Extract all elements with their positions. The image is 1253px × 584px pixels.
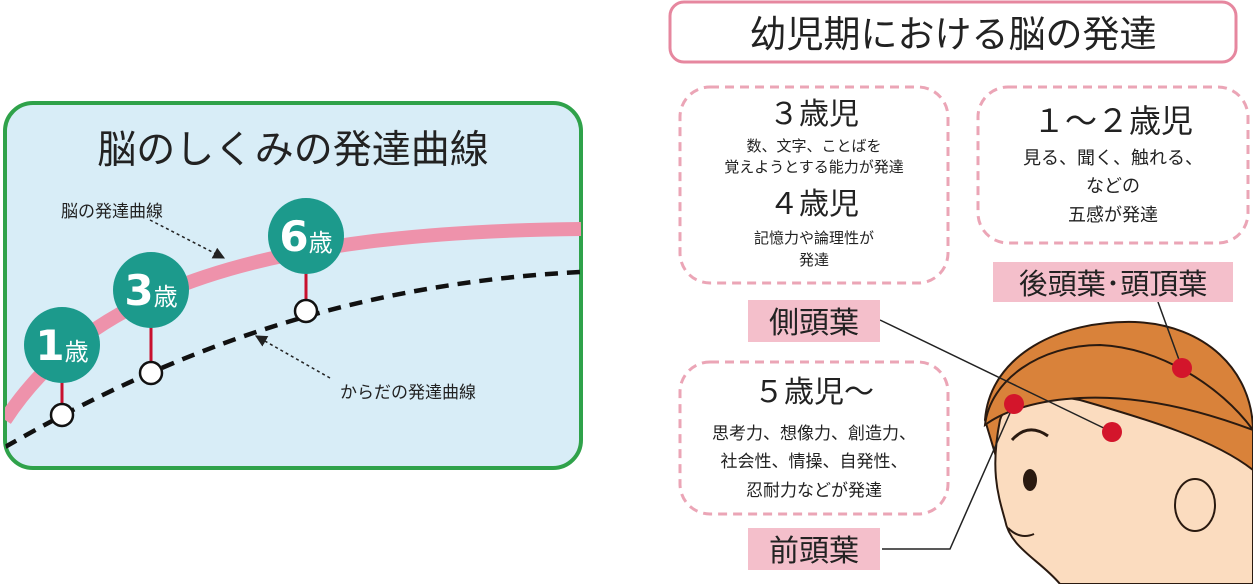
mouth <box>1007 527 1035 537</box>
age-1-number: 1 <box>35 321 64 370</box>
box-age-1-2 <box>976 85 1250 245</box>
box-age-3-4 <box>678 85 950 285</box>
frontal-label-bg <box>748 528 880 570</box>
parietal-connector <box>1157 301 1183 369</box>
parietal-label: 後頭葉･頭頂葉 <box>1019 267 1208 301</box>
brain-curve-arrow <box>149 219 226 259</box>
right-title-frame <box>668 0 1238 64</box>
left-panel: 脳のしくみの発達曲線 脳の発達曲線 からだの発達曲線 1歳 3歳 <box>3 101 583 470</box>
box-5-line2: 社会性、情操、自発性、 <box>721 452 908 472</box>
frontal-connector <box>882 403 1015 550</box>
temporal-label-bg <box>748 300 880 342</box>
box-4-line1: 記憶力や論理性が <box>754 229 874 247</box>
box-1-2-line2: などの <box>1086 176 1140 197</box>
age-3-node <box>138 360 164 386</box>
left-panel-title: 脳のしくみの発達曲線 <box>97 128 489 173</box>
box-1-2-line1: 見る、聞く、触れる、 <box>1023 148 1203 169</box>
age-6-badge <box>268 198 344 274</box>
temporal-label: 側頭葉 <box>769 306 859 341</box>
svg-text:3歳: 3歳 <box>124 266 177 315</box>
age-marker-6: 6歳 <box>268 198 344 324</box>
child-head-illustration <box>983 320 1253 584</box>
box-age-5 <box>678 360 950 516</box>
age-marker-3: 3歳 <box>113 252 189 386</box>
frontal-label: 前頭葉 <box>769 534 859 569</box>
age-3-number: 3 <box>124 266 153 315</box>
age-6-number: 6 <box>279 212 308 261</box>
temporal-connector <box>879 319 1113 433</box>
eye <box>1023 469 1037 491</box>
age-3-unit: 歳 <box>154 283 178 311</box>
age-1-unit: 歳 <box>65 338 89 366</box>
box-5-line3: 忍耐力などが発達 <box>746 481 882 501</box>
box-4-heading: ４歳児 <box>769 187 859 222</box>
eyebrow <box>1010 428 1049 442</box>
ear <box>1174 478 1216 532</box>
box-3-line1: 数、文字、ことばを <box>746 137 881 155</box>
parietal-dot <box>1172 358 1192 378</box>
box-1-2-line3: 五感が発達 <box>1068 205 1158 226</box>
age-3-badge <box>113 252 189 328</box>
parietal-label-bg <box>993 262 1233 302</box>
box-1-2-heading: １～２歳児 <box>1033 102 1193 140</box>
body-curve-label: からだの発達曲線 <box>340 383 476 403</box>
age-6-node <box>293 298 319 324</box>
box-3-heading: ３歳児 <box>769 97 859 132</box>
body-curve-arrow <box>254 335 331 379</box>
right-panel: 幼児期における脳の発達 ３歳児 数、文字、ことばを 覚えようとする能力が発達 ４… <box>668 0 1253 584</box>
brain-curve-label: 脳の発達曲線 <box>61 202 163 222</box>
box-5-line1: 思考力、想像力、創造力、 <box>712 424 916 444</box>
temporal-dot <box>1102 422 1122 442</box>
right-panel-title: 幼児期における脳の発達 <box>750 13 1157 56</box>
box-3-line2: 覚えようとする能力が発達 <box>724 158 904 176</box>
box-4-line2: 発達 <box>799 251 829 269</box>
age-marker-1: 1歳 <box>24 307 100 428</box>
frontal-dot <box>1004 394 1024 414</box>
box-5-heading: ５歳児～ <box>754 375 874 410</box>
svg-text:6歳: 6歳 <box>279 212 332 261</box>
svg-text:1歳: 1歳 <box>35 321 88 370</box>
age-6-unit: 歳 <box>309 229 333 257</box>
age-1-badge <box>24 307 100 383</box>
age-1-node <box>49 402 75 428</box>
